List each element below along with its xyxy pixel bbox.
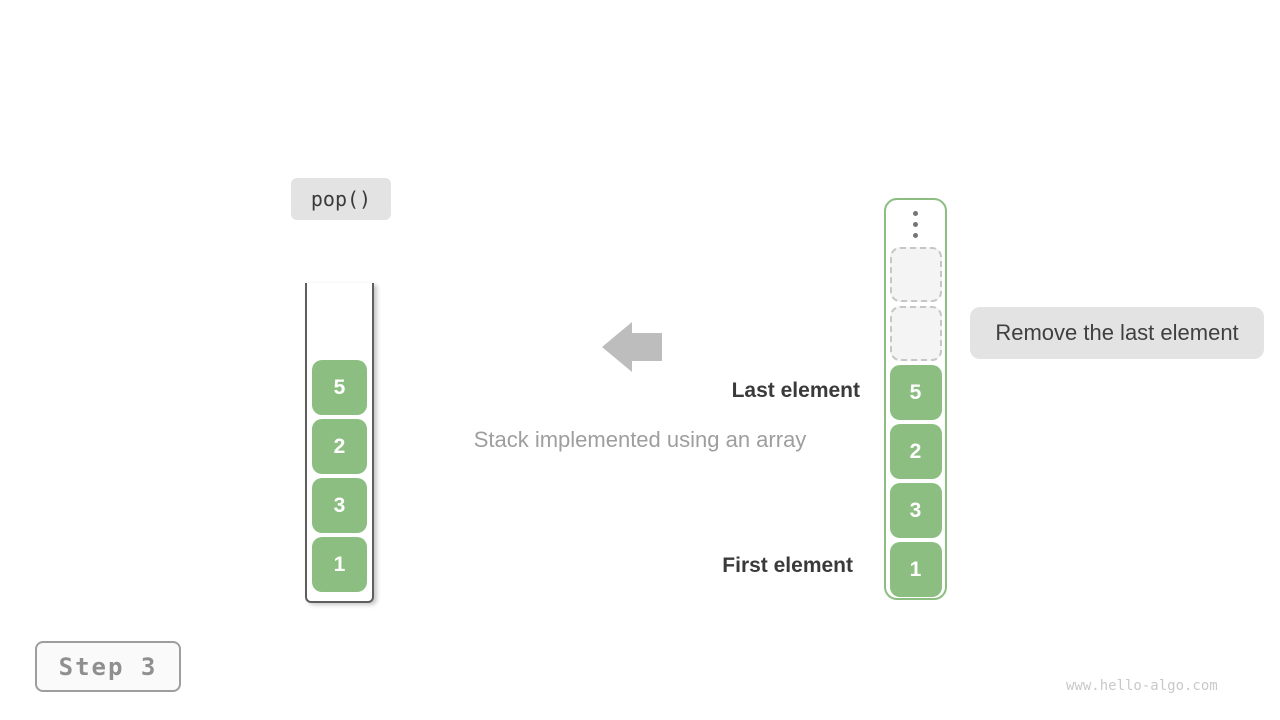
first-element-label: First element [722, 554, 853, 577]
array-cell: 5 [889, 365, 942, 420]
stack-container: 5 2 3 1 [305, 283, 374, 603]
array-empty-slot [889, 306, 942, 361]
ellipsis-icon [913, 211, 918, 238]
array-cell: 2 [889, 424, 942, 479]
array-cell: 1 [889, 542, 942, 597]
left-arrow-icon [602, 322, 662, 372]
stack-cell: 1 [312, 537, 367, 592]
stack-cell: 5 [312, 360, 367, 415]
watermark-text: www.hello-algo.com [1066, 678, 1218, 694]
stack-cell: 3 [312, 478, 367, 533]
array-empty-slot [889, 247, 942, 302]
remove-note-label: Remove the last element [970, 307, 1264, 359]
array-cell: 3 [889, 483, 942, 538]
step-indicator: Step 3 [35, 641, 181, 692]
last-element-label: Last element [731, 379, 860, 402]
array-container: 5 2 3 1 [884, 198, 947, 600]
stack-cell: 2 [312, 419, 367, 474]
diagram-caption: Stack implemented using an array [473, 427, 807, 452]
operation-label: pop() [291, 178, 391, 220]
